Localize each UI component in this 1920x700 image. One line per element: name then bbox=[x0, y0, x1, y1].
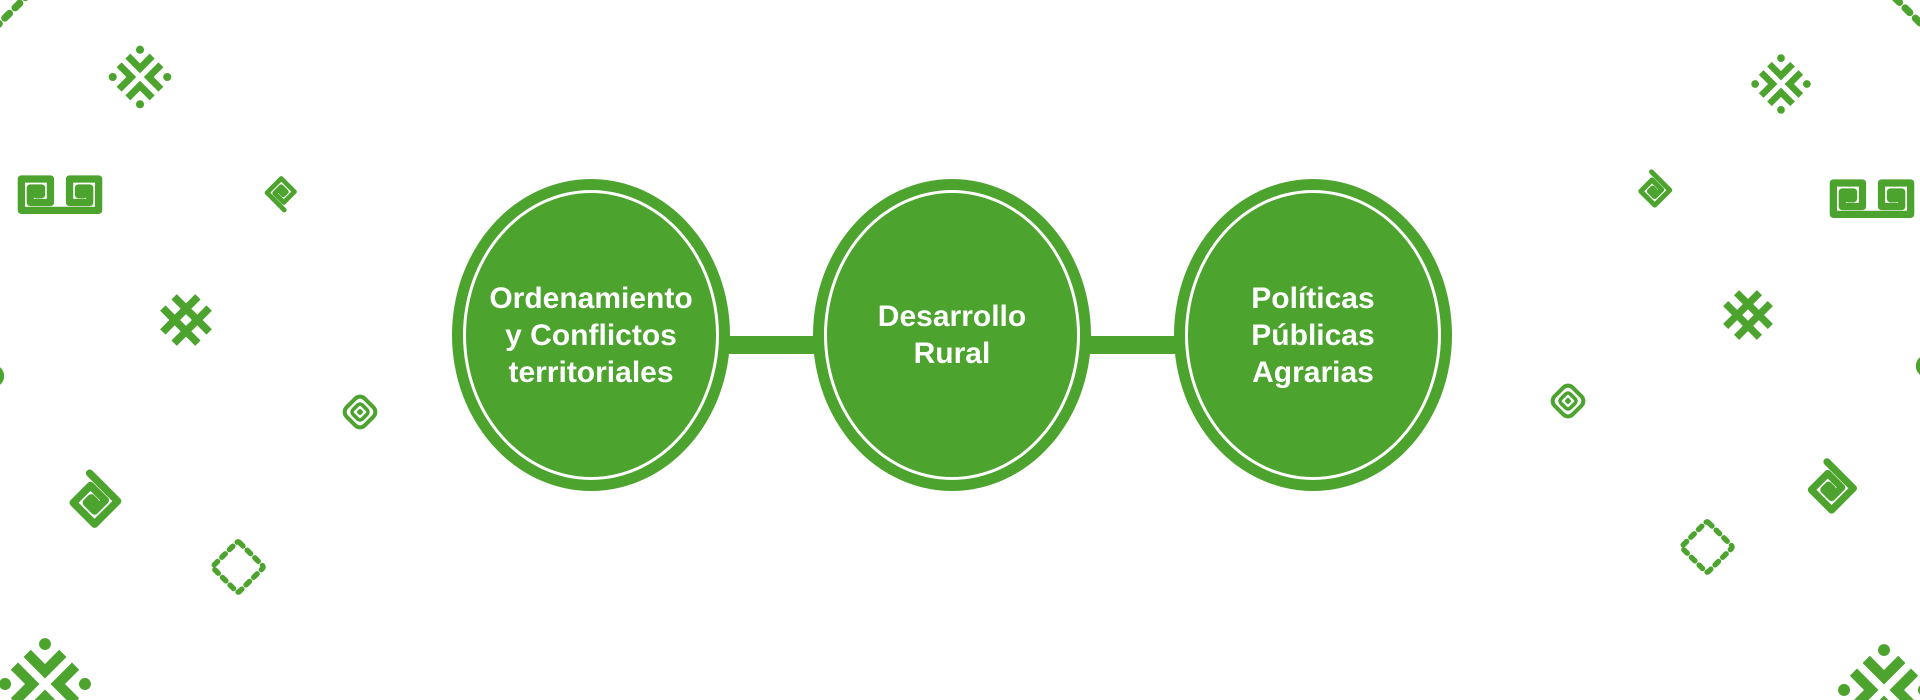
node-label: Ordenamiento y Conflictos territoriales bbox=[489, 281, 693, 389]
crosshatch-x-icon bbox=[1714, 281, 1782, 349]
concentric-diamond-icon bbox=[342, 394, 378, 430]
node-label: Políticas Públicas Agrarias bbox=[1251, 281, 1375, 389]
double-square-spiral-icon bbox=[21, 179, 98, 210]
dotted-diamond-icon bbox=[1681, 521, 1733, 573]
diagram-node-politicas-publicas: Políticas Públicas Agrarias bbox=[1174, 179, 1452, 491]
square-spiral-icon bbox=[1805, 462, 1853, 510]
concentric-diamond-icon bbox=[1550, 383, 1586, 419]
square-spiral-icon bbox=[67, 473, 118, 524]
andean-cross-icon bbox=[0, 638, 91, 700]
square-spiral-icon bbox=[267, 179, 299, 211]
dotted-diamond-corner-icon bbox=[0, 0, 29, 29]
dotted-diamond-corner-icon bbox=[1891, 0, 1920, 29]
node-label: Desarrollo Rural bbox=[877, 300, 1027, 370]
andean-cross-icon bbox=[1838, 644, 1920, 700]
double-square-spiral-icon bbox=[1833, 183, 1910, 214]
dotted-diamond-icon bbox=[212, 541, 264, 593]
diagram-node-desarrollo-rural: Desarrollo Rural bbox=[813, 179, 1091, 491]
andean-cross-icon bbox=[1751, 54, 1810, 113]
diagram-node-ordenamiento: Ordenamiento y Conflictos territoriales bbox=[452, 179, 730, 491]
diamond-ring-edge-icon bbox=[0, 355, 4, 397]
square-spiral-icon bbox=[1636, 172, 1669, 205]
diamond-ring-edge-icon bbox=[1916, 345, 1920, 387]
crosshatch-x-icon bbox=[151, 285, 221, 355]
andean-cross-icon bbox=[109, 46, 172, 109]
